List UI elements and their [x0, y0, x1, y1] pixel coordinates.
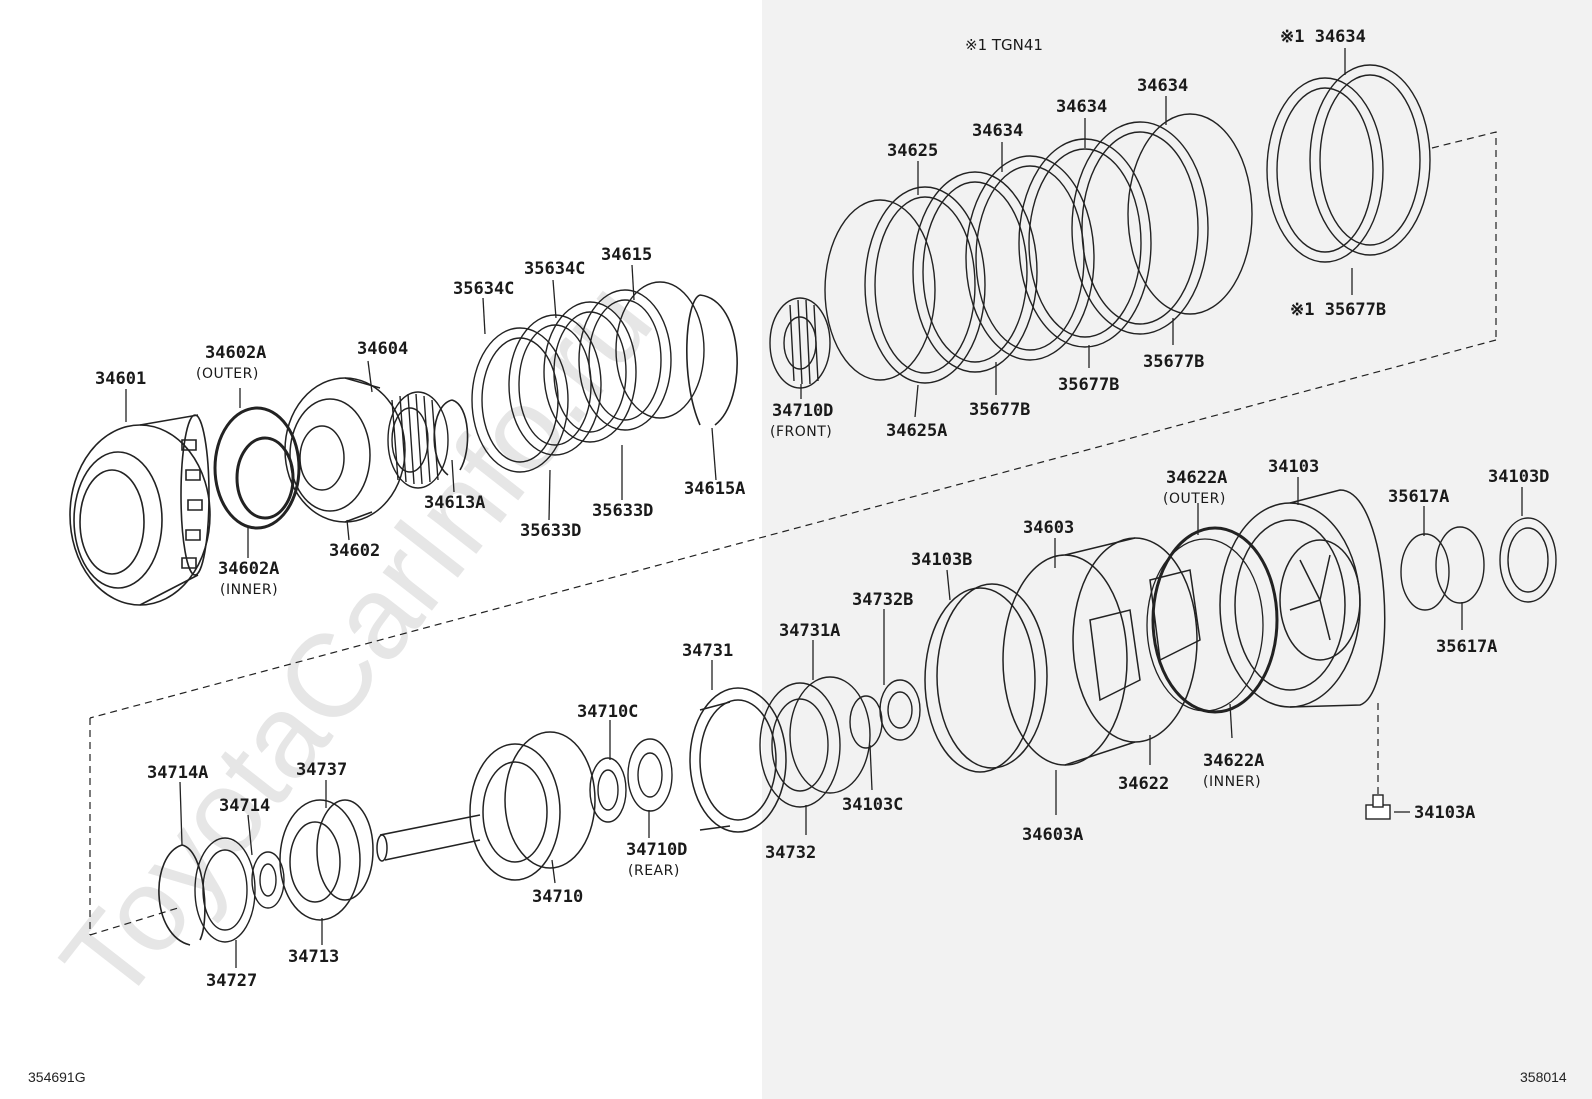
part-clutch-plates-front: [471, 281, 705, 473]
part-34604-spring-set: [387, 391, 449, 489]
part-34622-housing: [1002, 537, 1201, 766]
dashed-reference-lines: [89, 131, 1497, 936]
label-34103c: 34103C: [842, 795, 903, 815]
leader-lines: [125, 48, 1523, 968]
label-34622a-outer-sub: (OUTER): [1163, 491, 1226, 507]
label-34622a-inner: 34622A: [1203, 751, 1264, 771]
label-34634-3: 34634: [1137, 76, 1188, 96]
callout-labels: ※1 TGN41 34601 34602A (OUTER) 34602A (IN…: [28, 27, 1567, 1085]
part-34710d-front-bearing: [769, 297, 831, 389]
part-34103a-bolt: [1365, 794, 1391, 820]
header-note: ※1 TGN41: [965, 36, 1043, 54]
part-34622a-rings: [1146, 526, 1279, 714]
part-34710d-rear-bearing: [627, 738, 673, 812]
label-34710: 34710: [532, 887, 583, 907]
label-34103: 34103: [1268, 457, 1319, 477]
label-34634-star: ※1 34634: [1280, 27, 1366, 47]
label-34710d-rear: 34710D: [626, 840, 687, 860]
part-tgn41-plates: [1266, 64, 1431, 263]
part-34601-drum: [69, 414, 211, 606]
label-34103d: 34103D: [1488, 467, 1549, 487]
label-35677b-3: 35677B: [1143, 352, 1204, 372]
label-34731a: 34731A: [779, 621, 840, 641]
part-34103-pump: [1219, 489, 1386, 708]
label-34602: 34602: [329, 541, 380, 561]
label-35633d-2: 35633D: [592, 501, 653, 521]
label-34634-1: 34634: [972, 121, 1023, 141]
part-34714-bearing: [251, 851, 285, 909]
part-34602-piston: [284, 377, 406, 523]
label-34622a-outer: 34622A: [1166, 468, 1227, 488]
label-34622a-inner-sub: (INNER): [1203, 774, 1261, 790]
label-34615a: 34615A: [684, 479, 745, 499]
label-34732: 34732: [765, 843, 816, 863]
label-34731: 34731: [682, 641, 733, 661]
label-34710d-front: 34710D: [772, 401, 833, 421]
part-34103b-snap-ring: [924, 583, 1048, 773]
part-clutch-pack-rear: [824, 113, 1253, 384]
label-34727: 34727: [206, 971, 257, 991]
label-34602a-inner-sub: (INNER): [220, 582, 278, 598]
label-34103a: 34103A: [1414, 803, 1475, 823]
label-34601: 34601: [95, 369, 146, 389]
label-34602a-inner: 34602A: [218, 559, 279, 579]
part-34710c-washer: [589, 757, 627, 823]
part-35617a-rings: [1400, 526, 1485, 611]
footer-right-code: 358014: [1520, 1069, 1567, 1085]
label-34625a: 34625A: [886, 421, 947, 441]
label-34613a: 34613A: [424, 493, 485, 513]
part-34103d-washer: [1499, 517, 1557, 603]
label-34603: 34603: [1023, 518, 1074, 538]
label-34634-2: 34634: [1056, 97, 1107, 117]
label-35677b-2: 35677B: [1058, 375, 1119, 395]
label-34710c: 34710C: [577, 702, 638, 722]
label-34713: 34713: [288, 947, 339, 967]
label-35633d-1: 35633D: [520, 521, 581, 541]
label-35634c-1: 35634C: [453, 279, 514, 299]
part-34714a-snap-ring: [158, 844, 206, 946]
label-34604: 34604: [357, 339, 408, 359]
label-35677b-star: ※1 35677B: [1290, 300, 1386, 320]
label-34732b: 34732B: [852, 590, 913, 610]
footer-left-code: 354691G: [28, 1069, 86, 1085]
label-34710d-rear-sub: (REAR): [628, 863, 680, 879]
label-34603a: 34603A: [1022, 825, 1083, 845]
label-34714: 34714: [219, 796, 270, 816]
part-34731-ring-gear: [689, 687, 787, 833]
label-35634c-2: 35634C: [524, 259, 585, 279]
label-34103b: 34103B: [911, 550, 972, 570]
label-34622: 34622: [1118, 774, 1169, 794]
label-34602a-outer-sub: (OUTER): [196, 366, 259, 382]
part-34710-shaft: [376, 731, 596, 881]
label-35617a-2: 35617A: [1436, 637, 1497, 657]
label-34625: 34625: [887, 141, 938, 161]
part-34732b-bearing: [849, 679, 921, 749]
part-34732-carrier: [759, 676, 871, 808]
part-34613a-snap-ring: [433, 399, 469, 476]
label-35617a-1: 35617A: [1388, 487, 1449, 507]
label-34714a: 34714A: [147, 763, 208, 783]
label-35677b-1: 35677B: [969, 400, 1030, 420]
label-34737: 34737: [296, 760, 347, 780]
label-34710d-front-sub: (FRONT): [770, 424, 832, 440]
label-34615: 34615: [601, 245, 652, 265]
label-34602a-outer: 34602A: [205, 343, 266, 363]
part-34615a-snap-ring: [686, 294, 738, 426]
